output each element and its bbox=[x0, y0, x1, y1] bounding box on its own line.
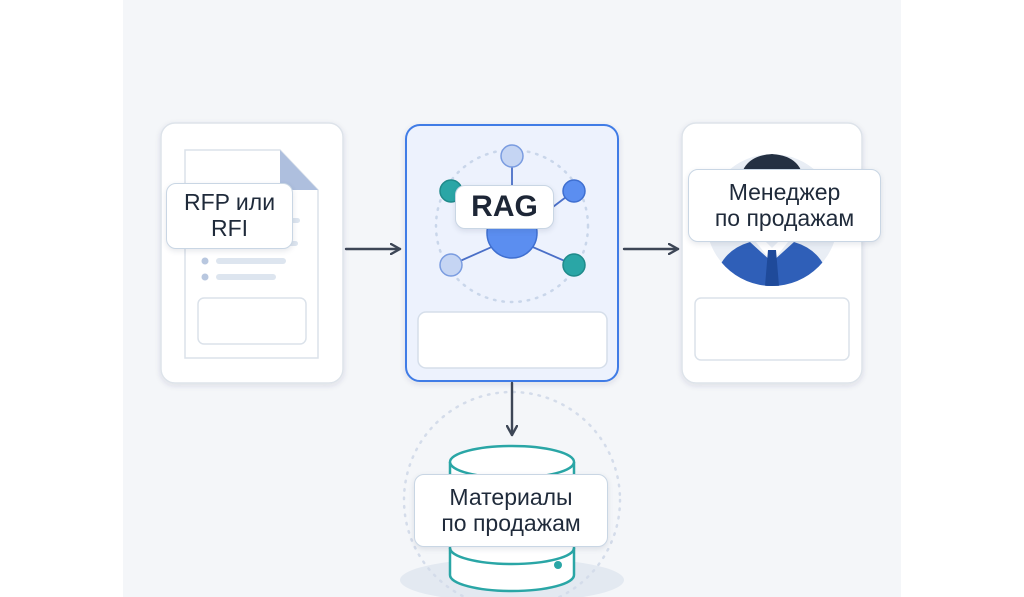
manager-label-line-1: Менеджер bbox=[728, 178, 841, 205]
rag-label-line-1: RAG bbox=[471, 190, 538, 224]
rfp-card bbox=[160, 122, 344, 384]
materials-label-line-1: Материалы bbox=[449, 483, 573, 510]
rfp-label: RFP или RFI bbox=[166, 183, 293, 249]
rfp-label-line-2: RFI bbox=[210, 215, 249, 241]
manager-label: Менеджер по продажам bbox=[688, 169, 881, 242]
document-icon bbox=[184, 149, 319, 359]
manager-label-line-2: по продажам bbox=[714, 204, 855, 231]
manager-card bbox=[681, 122, 863, 384]
materials-label-line-2: по продажам bbox=[441, 509, 581, 536]
materials-label: Материалы по продажам bbox=[414, 474, 608, 547]
rfp-label-line-1: RFP или bbox=[183, 189, 276, 216]
rag-label: RAG bbox=[455, 185, 554, 229]
rag-card bbox=[405, 124, 619, 382]
